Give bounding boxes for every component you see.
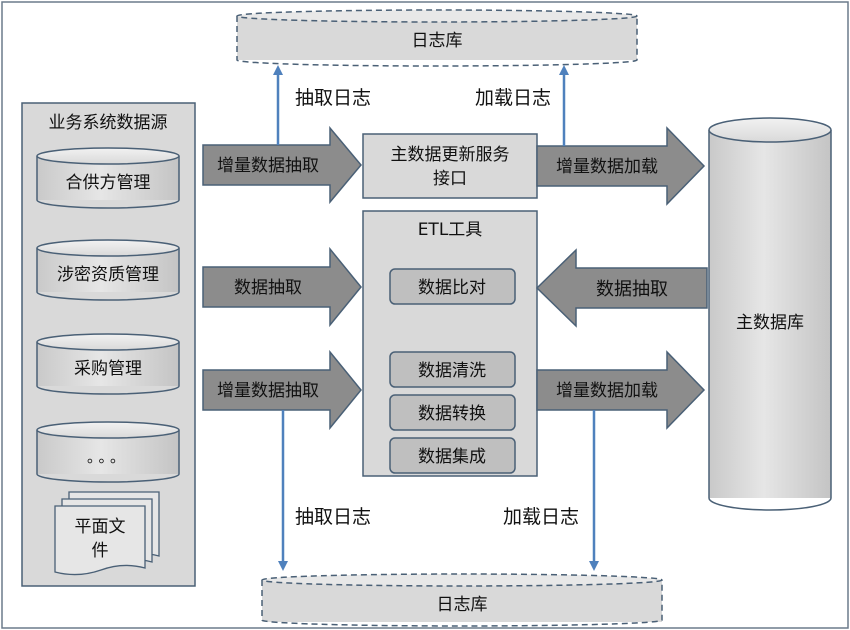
flat-file-label-line1: 平面文	[75, 517, 126, 537]
arrow-incr-load-bottom: 增量数据加载	[536, 350, 706, 430]
update-service-label-line2: 接口	[433, 169, 467, 189]
arrow-extract-mid: 数据抽取	[202, 246, 362, 328]
log-database-bottom-label: 日志库	[437, 595, 488, 615]
update-service-label-line1: 主数据更新服务	[391, 145, 510, 165]
arrow-incr-extract-bottom: 增量数据抽取	[202, 349, 362, 431]
source-panel-title: 业务系统数据源	[49, 113, 168, 133]
etl-step-integrate: 数据集成	[389, 437, 516, 474]
source-db-classified-label: 涉密资质管理	[57, 265, 159, 285]
log-label-extract-top: 抽取日志	[295, 87, 371, 109]
log-label-load-top: 加载日志	[475, 87, 551, 109]
source-db-procurement: 采购管理	[36, 333, 180, 395]
source-db-supplier: 合供方管理	[36, 147, 180, 209]
log-label-load-bottom: 加载日志	[503, 506, 579, 528]
arrow-incr-extract-top-label: 增量数据抽取	[217, 156, 319, 176]
etl-step-transform: 数据转换	[389, 394, 516, 431]
source-db-other-label: 。。。	[87, 448, 129, 466]
master-database-label: 主数据库	[736, 313, 804, 333]
arrow-incr-extract-bottom-label: 增量数据抽取	[217, 381, 319, 401]
etl-tool-title: ETL工具	[418, 220, 483, 240]
flat-file-icon: 平面文 件	[54, 491, 160, 576]
etl-step-compare-label: 数据比对	[418, 278, 486, 298]
flat-file-label-line2: 件	[92, 541, 109, 561]
arrow-extract-mid-label: 数据抽取	[234, 278, 302, 298]
arrow-incr-load-top-label: 增量数据加载	[556, 157, 658, 177]
source-db-classified: 涉密资质管理	[36, 239, 180, 301]
etl-step-cleanse-label: 数据清洗	[418, 361, 486, 381]
arrow-extract-from-master: 数据抽取	[535, 248, 708, 328]
etl-step-cleanse: 数据清洗	[389, 351, 516, 388]
source-systems-panel: 业务系统数据源 合供方管理 涉密资质管理 采购管理 。。。	[21, 102, 196, 587]
update-service-box: 主数据更新服务 接口	[362, 133, 538, 199]
log-database-top-label: 日志库	[412, 31, 463, 51]
arrow-incr-extract-top: 增量数据抽取	[202, 125, 362, 205]
master-database: 主数据库	[708, 117, 832, 511]
source-db-other: 。。。	[36, 421, 180, 483]
arrow-incr-load-top: 增量数据加载	[536, 126, 706, 206]
etl-step-transform-label: 数据转换	[418, 404, 486, 424]
log-label-extract-bottom: 抽取日志	[295, 506, 371, 528]
etl-step-integrate-label: 数据集成	[418, 447, 486, 467]
etl-step-compare: 数据比对	[389, 268, 516, 305]
log-database-bottom: 日志库	[261, 573, 663, 627]
arrow-extract-from-master-label: 数据抽取	[596, 279, 668, 300]
source-db-procurement-label: 采购管理	[74, 359, 142, 379]
log-database-top: 日志库	[236, 9, 638, 67]
arrow-incr-load-bottom-label: 增量数据加载	[556, 381, 658, 401]
etl-tool-box: ETL工具 数据比对 数据清洗 数据转换 数据集成	[362, 210, 538, 477]
source-db-supplier-label: 合供方管理	[66, 173, 151, 193]
